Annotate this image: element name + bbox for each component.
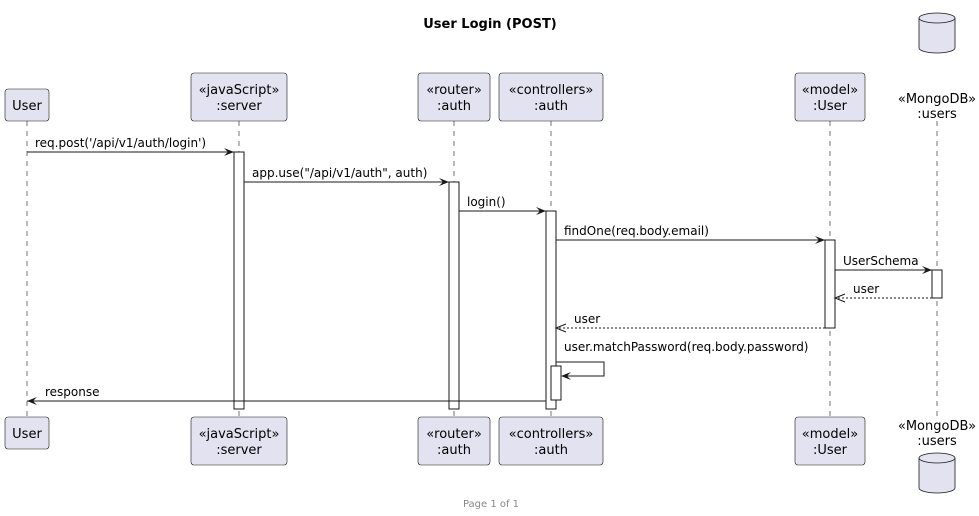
arrowhead [833, 293, 846, 303]
message-1: req.post('/api/v1/auth/login') [27, 136, 234, 156]
participant-label: «MongoDB» [898, 419, 976, 434]
participant-label: :auth [437, 443, 471, 458]
participant-label: :server [216, 99, 262, 114]
participant-model-bottom: «model»:User [794, 416, 866, 466]
participant-box [190, 416, 288, 466]
participant-controller-top: «controllers»:auth [498, 72, 604, 122]
arrowhead [922, 266, 932, 274]
message-label: user.matchPassword(req.body.password) [564, 340, 809, 354]
messages: req.post('/api/v1/auth/login') app.use("/… [27, 136, 932, 405]
database-icon [918, 452, 956, 494]
participant-user-top: User [4, 88, 50, 122]
message-label: response [45, 385, 100, 399]
message-line [556, 361, 605, 377]
participant-label: «model» [802, 427, 858, 442]
participant-label: :auth [534, 99, 568, 114]
participant-label: «controllers» [509, 83, 594, 98]
message-4: findOne(req.body.email) [556, 224, 825, 244]
activation-controller [545, 210, 557, 410]
participant-label: :auth [534, 443, 568, 458]
message-label: UserSchema [843, 254, 919, 268]
participant-label: :User [813, 443, 848, 458]
message-label: req.post('/api/v1/auth/login') [35, 136, 206, 150]
participant-box [4, 88, 50, 122]
participant-model-top: «model»:User [794, 72, 866, 122]
activation-model [824, 239, 836, 329]
database-icon [918, 12, 956, 54]
diagram-title: User Login (POST) [423, 17, 557, 32]
participant-label: :User [813, 99, 848, 114]
participant-controller-bottom: «controllers»:auth [498, 416, 604, 466]
activation-bars [233, 151, 943, 410]
participant-server-bottom: «javaScript»:server [190, 416, 288, 466]
activation-server [233, 151, 245, 410]
message-label: findOne(req.body.email) [564, 224, 709, 238]
participant-box [794, 416, 866, 466]
arrowhead [561, 372, 571, 380]
message-5: UserSchema [835, 254, 932, 274]
activation-db [931, 269, 943, 299]
participant-label: «model» [802, 83, 858, 98]
participant-label: User [12, 427, 42, 442]
activation-router [448, 181, 460, 410]
message-6: user [833, 282, 932, 303]
arrowhead [439, 178, 449, 186]
participant-server-top: «javaScript»:server [190, 72, 288, 122]
message-9: response [27, 385, 546, 405]
participant-router-bottom: «router»:auth [417, 416, 491, 466]
message-label: login() [467, 195, 506, 209]
message-label: app.use("/api/v1/auth", auth) [252, 166, 427, 180]
message-label: user [574, 312, 600, 326]
participant-label: «javaScript» [199, 427, 280, 442]
participant-box [417, 72, 491, 122]
participant-box [190, 72, 288, 122]
lifelines [26, 121, 938, 417]
participants-top: User«javaScript»:server«router»:auth«con… [4, 12, 976, 122]
message-2: app.use("/api/v1/auth", auth) [244, 166, 449, 186]
participant-label: :auth [437, 99, 471, 114]
participant-db-bottom: «MongoDB»:users [898, 419, 976, 494]
participants-bottom: User«javaScript»:server«router»:auth«con… [4, 416, 976, 494]
participant-box [794, 72, 866, 122]
participant-label: «router» [426, 427, 482, 442]
arrowhead [815, 236, 825, 244]
participant-box [4, 416, 50, 450]
database-icon-rim [918, 457, 956, 464]
participant-label: :server [216, 443, 262, 458]
message-3: login() [459, 195, 546, 215]
message-label: user [853, 282, 879, 296]
message-8: user.matchPassword(req.body.password) [556, 340, 809, 380]
database-icon-rim [918, 17, 956, 24]
message-7: user [554, 312, 825, 333]
participant-box [417, 416, 491, 466]
participant-box [498, 416, 604, 466]
participant-label: :users [917, 107, 957, 122]
participant-router-top: «router»:auth [417, 72, 491, 122]
participant-db-top: «MongoDB»:users [898, 12, 976, 122]
participant-label: «javaScript» [199, 83, 280, 98]
arrowhead [27, 397, 37, 405]
arrowhead [224, 148, 234, 156]
participant-label: «controllers» [509, 427, 594, 442]
participant-box [498, 72, 604, 122]
participant-label: «router» [426, 83, 482, 98]
activation-controller [550, 365, 562, 401]
participant-label: :users [917, 434, 957, 449]
participant-label: «MongoDB» [898, 92, 976, 107]
page-footer: Page 1 of 1 [463, 499, 519, 510]
participant-user-bottom: User [4, 416, 50, 450]
participant-label: User [12, 99, 42, 114]
arrowhead [554, 323, 567, 333]
arrowhead [536, 207, 546, 215]
